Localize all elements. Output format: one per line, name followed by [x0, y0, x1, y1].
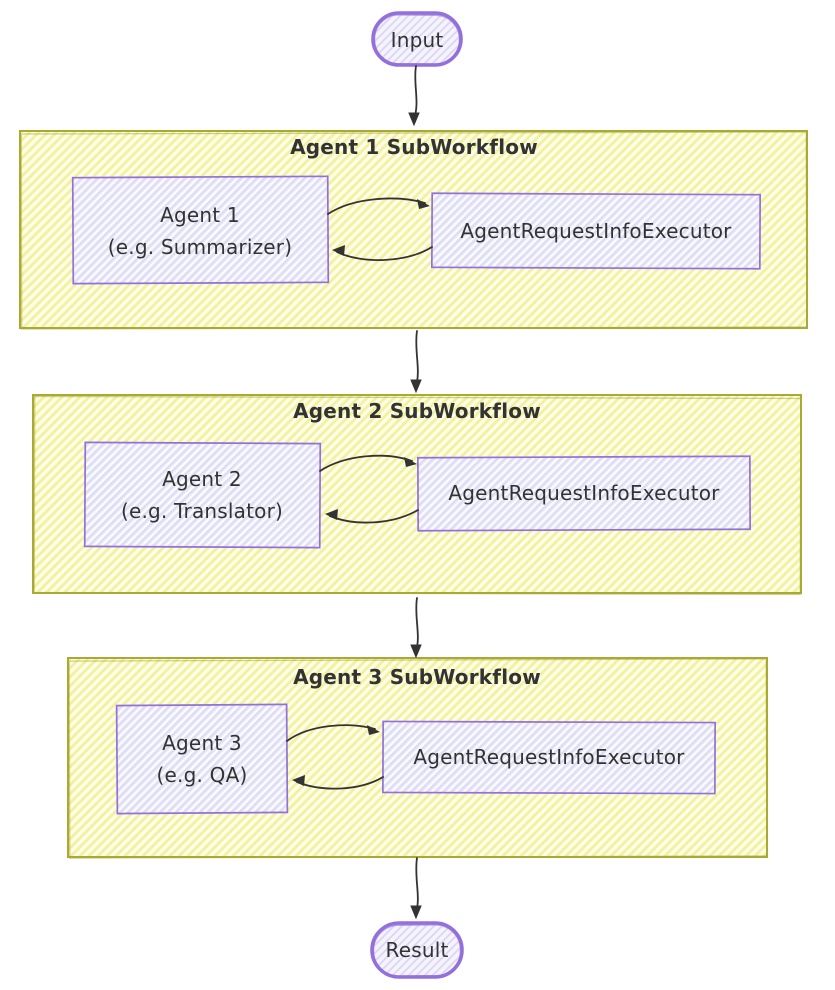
subworkflow-2-title: Agent 2 SubWorkflow	[293, 399, 541, 423]
arrow-executor1-to-agent1-arrowhead	[332, 245, 345, 256]
agent-2-label-line2: (e.g. Translator)	[120, 499, 284, 523]
edge-sub3-to-result-arrowhead	[410, 905, 422, 920]
edge-input-to-sub1-arrowhead	[408, 112, 420, 127]
executor-2-box	[416, 455, 752, 532]
arrow-executor1-to-agent1	[336, 246, 433, 262]
agent-1-label-line1: Agent 1	[160, 203, 240, 227]
subworkflow-1-title: Agent 1 SubWorkflow	[290, 135, 538, 159]
agent-2-label: Agent 2 (e.g. Translator)	[121, 463, 283, 527]
subworkflow-3-title: Agent 3 SubWorkflow	[293, 665, 541, 689]
agent-2-box	[83, 441, 322, 549]
agent-2-label-line1: Agent 2	[162, 467, 242, 491]
input-node-sketch-stroke	[373, 14, 461, 65]
input-node-label: Input	[390, 28, 444, 52]
agent-1-label: Agent 1 (e.g. Summarizer)	[108, 199, 292, 263]
result-node-sketch-stroke	[372, 924, 462, 977]
agent-3-label-line2: (e.g. QA)	[156, 763, 248, 787]
input-node-shape	[371, 11, 463, 67]
arrow-agent3-to-executor3-arrowhead	[367, 725, 380, 735]
agent-1-box	[71, 175, 330, 285]
agent-3-box	[115, 703, 289, 815]
arrow-agent1-to-executor1	[327, 197, 426, 215]
edge-sub3-to-result	[415, 857, 419, 913]
executor-3-box	[382, 720, 716, 795]
arrow-agent3-to-executor3	[286, 724, 376, 742]
agent-1-label-line2: (e.g. Summarizer)	[107, 235, 293, 259]
result-node-label: Result	[385, 938, 449, 962]
arrow-executor2-to-agent2	[329, 509, 419, 524]
edge-input-to-sub1	[413, 65, 418, 120]
arrow-executor3-to-agent3	[296, 776, 384, 790]
executor-1-box	[430, 192, 762, 270]
subworkflow-3-container-sketch-stroke	[68, 658, 768, 859]
executor-3-label: AgentRequestInfoExecutor	[413, 745, 685, 769]
executor-2-label: AgentRequestInfoExecutor	[448, 481, 720, 505]
arrow-executor3-to-agent3-arrowhead	[292, 775, 305, 786]
executor-1-label: AgentRequestInfoExecutor	[460, 219, 732, 243]
subworkflow-2-container-sketch-stroke	[33, 395, 802, 596]
arrow-agent1-to-executor1-arrowhead	[417, 199, 430, 209]
result-node-shape	[370, 921, 464, 979]
edge-sub2-to-sub3-arrowhead	[410, 644, 422, 659]
edge-sub1-to-sub2-arrowhead	[410, 379, 422, 394]
arrow-agent2-to-executor2-arrowhead	[404, 457, 417, 467]
arrow-agent2-to-executor2	[319, 454, 413, 472]
edge-sub2-to-sub3	[415, 597, 419, 652]
agent-3-label: Agent 3 (e.g. QA)	[157, 727, 248, 791]
subworkflow-1-container-sketch-stroke	[20, 131, 808, 330]
arrow-executor2-to-agent2-arrowhead	[325, 509, 338, 520]
edge-sub1-to-sub2	[415, 330, 419, 387]
agent-3-label-line1: Agent 3	[162, 731, 242, 755]
